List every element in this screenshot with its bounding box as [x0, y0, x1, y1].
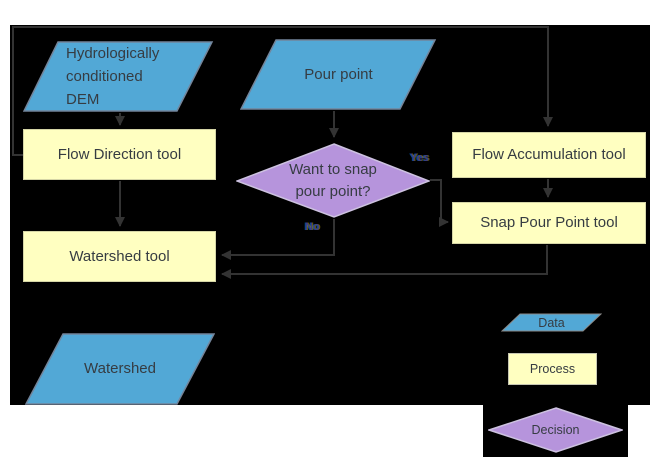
node-pour-point: Pour point [240, 39, 437, 110]
node-label: Flow Accumulation tool [472, 146, 626, 163]
legend-item-process: Process [508, 353, 597, 385]
node-label: Watershed [84, 360, 156, 377]
node-flow-direction-tool: Flow Direction tool [23, 129, 216, 180]
data-parallelogram-shape [25, 333, 215, 405]
node-label: Flow Direction tool [57, 145, 182, 163]
node-flow-accumulation-tool: Flow Accumulation tool [452, 132, 646, 178]
data-parallelogram-shape [240, 39, 437, 110]
node-label: Hydrologically conditioned DEM [66, 45, 160, 108]
node-label: Snap Pour Point tool [480, 214, 618, 231]
node-label: Pour point [304, 65, 373, 83]
legend-label: Data [538, 315, 565, 330]
node-snap-decision: Want to snap pour point? [236, 143, 430, 218]
node-label: Want to snap pour point? [289, 160, 377, 200]
node-hydrologically-conditioned-dem: Hydrologically conditioned DEM [23, 41, 214, 112]
node-watershed: Watershed [25, 333, 215, 405]
legend-item-data: Data [501, 313, 602, 332]
legend-data-parallelogram [501, 313, 602, 332]
node-snap-pour-point-tool: Snap Pour Point tool [452, 202, 646, 244]
legend-item-decision: Decision [488, 407, 623, 453]
data-parallelogram-shape [23, 41, 214, 112]
node-watershed-tool: Watershed tool [23, 231, 216, 282]
legend-label: Process [529, 362, 576, 376]
decision-diamond-shape [236, 143, 430, 218]
edge-label-no: No [305, 221, 320, 233]
legend-label: Decision [531, 423, 580, 437]
node-label: Watershed tool [69, 247, 170, 265]
edge-label-yes: Yes [410, 152, 429, 164]
legend-decision-diamond [488, 407, 623, 453]
